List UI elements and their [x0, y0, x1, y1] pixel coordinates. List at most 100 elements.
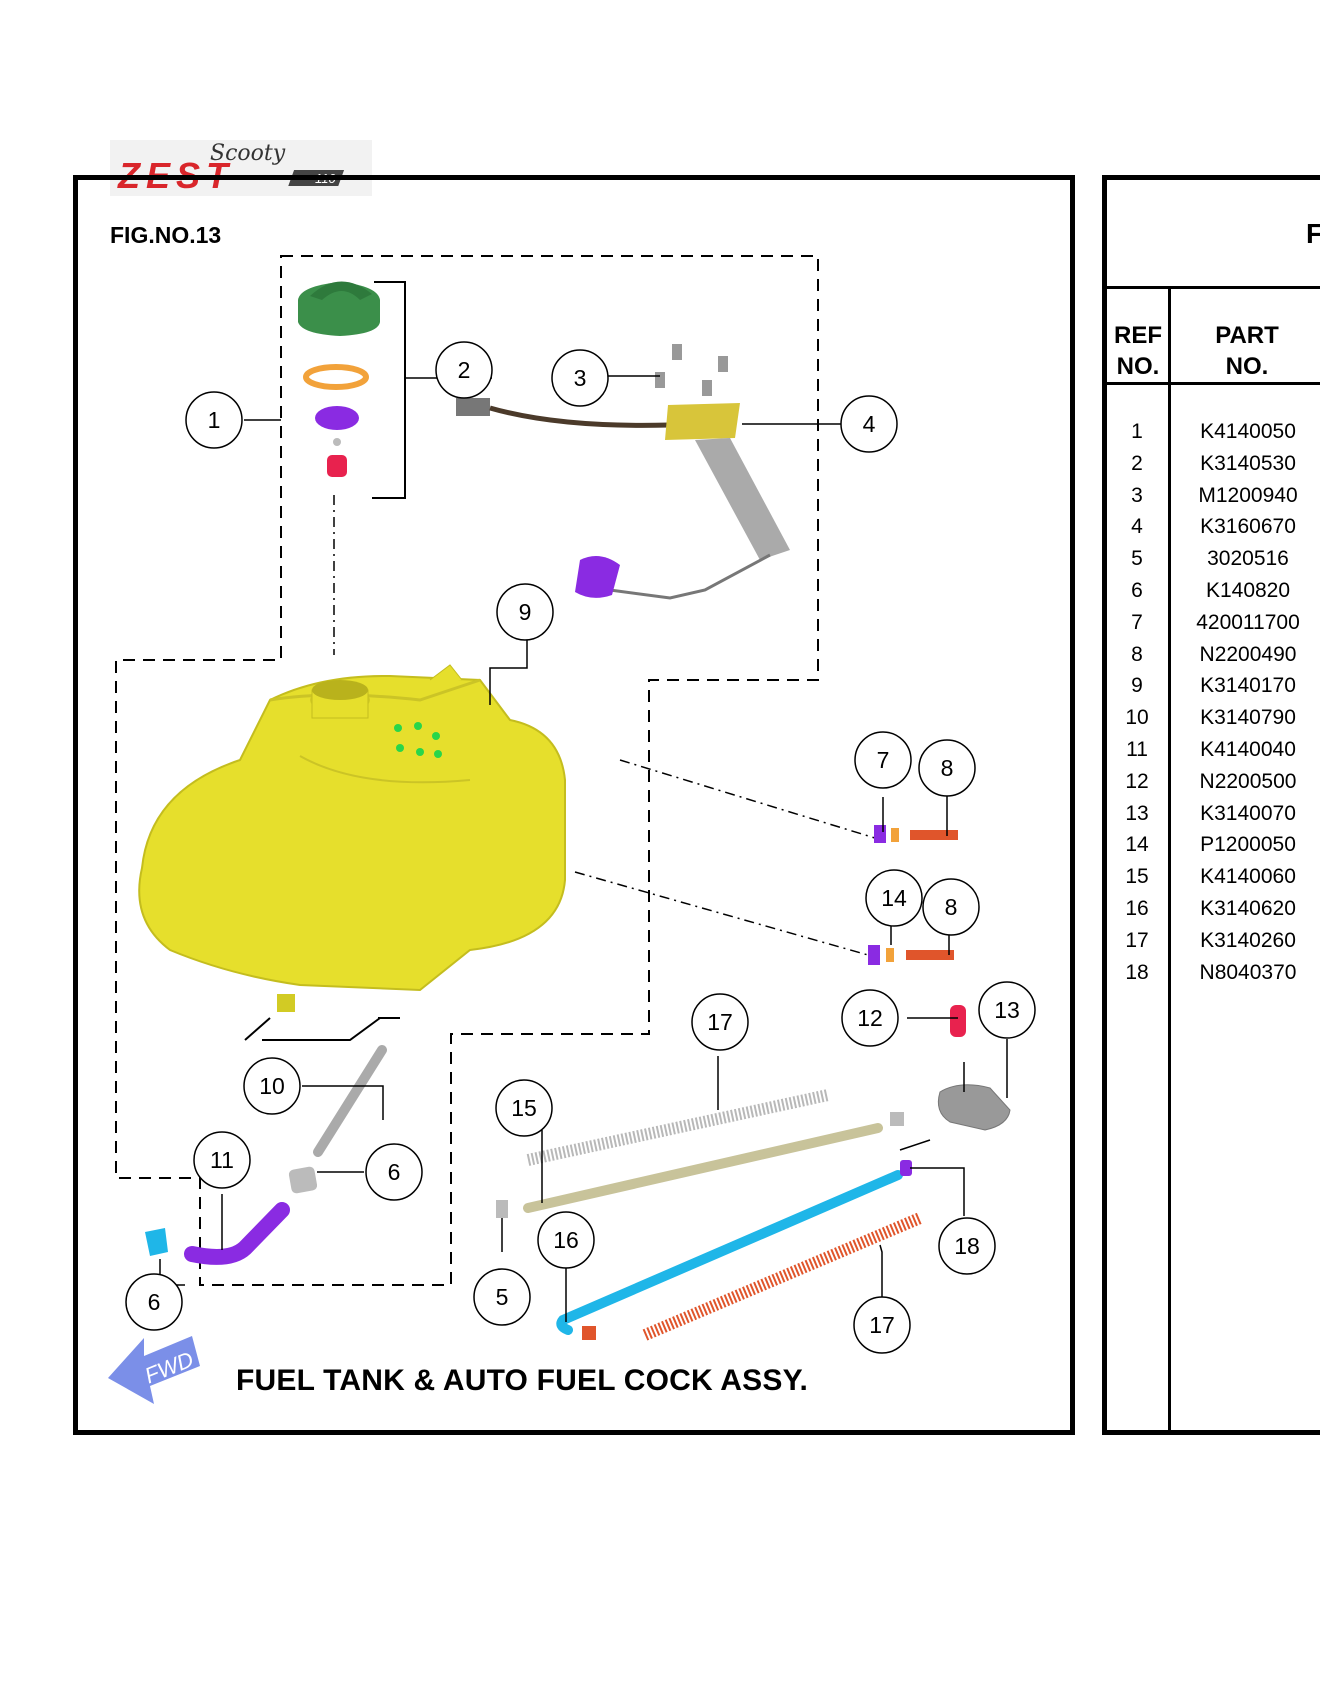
callout-1: 1	[185, 391, 243, 449]
table-header-divider	[1102, 382, 1320, 385]
callout-17-lower: 17	[853, 1296, 911, 1354]
part-cell: K4140040	[1200, 737, 1296, 761]
callout-3: 3	[551, 349, 609, 407]
callout-4: 4	[840, 395, 898, 453]
cap-plug-icon	[315, 406, 359, 430]
part-cell: K3160670	[1200, 515, 1296, 539]
table-row: 11 K4140040	[1107, 734, 1320, 766]
cap-16-icon	[582, 1326, 596, 1340]
vacuum-cap-12-icon	[950, 1005, 966, 1037]
callout-label: 16	[553, 1227, 579, 1253]
guide-line-lower-bolt	[574, 871, 869, 956]
table-row: 8 N2200490	[1107, 639, 1320, 671]
callout-label: 5	[496, 1284, 509, 1310]
part-cell: N8040370	[1199, 960, 1297, 984]
ref-cell: 16	[1125, 896, 1149, 920]
ref-cell: 1	[1131, 420, 1143, 443]
callout-8-upper: 8	[918, 739, 976, 797]
spring-17-upper-icon	[526, 1089, 830, 1166]
guide-line-upper-bolt	[619, 759, 876, 839]
part-cell: K3140530	[1200, 451, 1296, 475]
ref-cell: 11	[1126, 737, 1148, 761]
tank-outlet-bracket	[244, 1017, 400, 1041]
callout-11: 11	[193, 1131, 251, 1189]
tube-15-icon	[523, 1123, 883, 1213]
callout-label: 17	[869, 1312, 895, 1338]
header-part-line2: NO.	[1225, 353, 1269, 380]
part-cell: N2200490	[1199, 642, 1297, 666]
cap-bracket	[372, 281, 406, 499]
ref-cell: 4	[1131, 515, 1143, 539]
callout-label: 9	[519, 599, 532, 625]
screw-icons	[655, 344, 728, 396]
clip-18-icon	[900, 1160, 912, 1176]
callout-label: 18	[954, 1233, 980, 1259]
fuel-hose-icon	[184, 1202, 290, 1265]
ref-cell: 8	[1131, 642, 1143, 666]
header-ref: REF NO.	[1108, 320, 1168, 382]
cap-pin-icon	[333, 438, 341, 446]
part-cell: K3140260	[1200, 928, 1296, 952]
cap-gasket-icon	[303, 364, 369, 390]
clip-5-icon	[496, 1200, 508, 1218]
callout-label: 4	[863, 411, 876, 437]
spring-17-lower-icon	[642, 1212, 923, 1341]
callout-13: 13	[978, 981, 1036, 1039]
parts-table-frame	[1102, 175, 1320, 1435]
hose-clip-cyan-icon	[145, 1228, 168, 1256]
header-ref-line1: REF	[1114, 322, 1162, 349]
callout-label: 10	[259, 1073, 285, 1099]
callout-17-upper: 17	[691, 993, 749, 1051]
callout-label: 12	[857, 1005, 883, 1031]
fuel-gauge-sender-icon	[456, 398, 790, 600]
callout-16: 16	[537, 1211, 595, 1269]
part-cell: P1200050	[1200, 833, 1296, 857]
header-part: PART NO.	[1172, 320, 1320, 382]
table-row: 5 3020516	[1107, 543, 1320, 575]
table-title-divider	[1102, 286, 1320, 289]
callout-15: 15	[495, 1079, 553, 1137]
part-cell: K3140790	[1200, 706, 1296, 730]
table-row: 18 N8040370	[1107, 957, 1320, 989]
callout-label: 11	[210, 1147, 234, 1173]
ref-cell: 15	[1125, 865, 1149, 889]
ref-cell: 10	[1125, 706, 1149, 730]
callout-label: 7	[877, 747, 890, 773]
figure-number: FIG.NO.13	[110, 222, 222, 248]
header-part-line1: PART	[1215, 322, 1279, 349]
figure-frame	[73, 175, 1075, 1435]
part-cell: 3020516	[1207, 547, 1289, 571]
ref-cell: 12	[1125, 769, 1149, 793]
ref-cell: 9	[1131, 674, 1143, 698]
table-row: 10 K3140790	[1107, 702, 1320, 734]
ref-cell: 5	[1131, 547, 1143, 571]
part-cell: K3140170	[1200, 674, 1296, 698]
part-cell: K3140070	[1200, 801, 1296, 825]
fuel-strainer-icon	[313, 1045, 387, 1157]
callout-label: 14	[881, 885, 907, 911]
callout-label: 6	[148, 1289, 161, 1315]
part-cell: K4140050	[1200, 420, 1296, 443]
callout-7: 7	[854, 731, 912, 789]
callout-14: 14	[865, 869, 923, 927]
ref-cell: 18	[1125, 960, 1149, 984]
callout-18: 18	[938, 1217, 996, 1275]
callout-label: 1	[208, 407, 221, 433]
logo-script-text: Scooty	[210, 141, 286, 166]
callout-12: 12	[841, 989, 899, 1047]
callout-5: 5	[473, 1268, 531, 1326]
part-cell: 420011700	[1196, 610, 1300, 634]
hose-clip-icon	[288, 1166, 318, 1194]
ref-cell: 14	[1125, 833, 1149, 857]
callout-8-lower: 8	[922, 878, 980, 936]
fuel-cap-icon	[298, 281, 380, 336]
table-row: 1 K4140050	[1107, 416, 1320, 448]
part-cell: M1200940	[1198, 483, 1298, 507]
